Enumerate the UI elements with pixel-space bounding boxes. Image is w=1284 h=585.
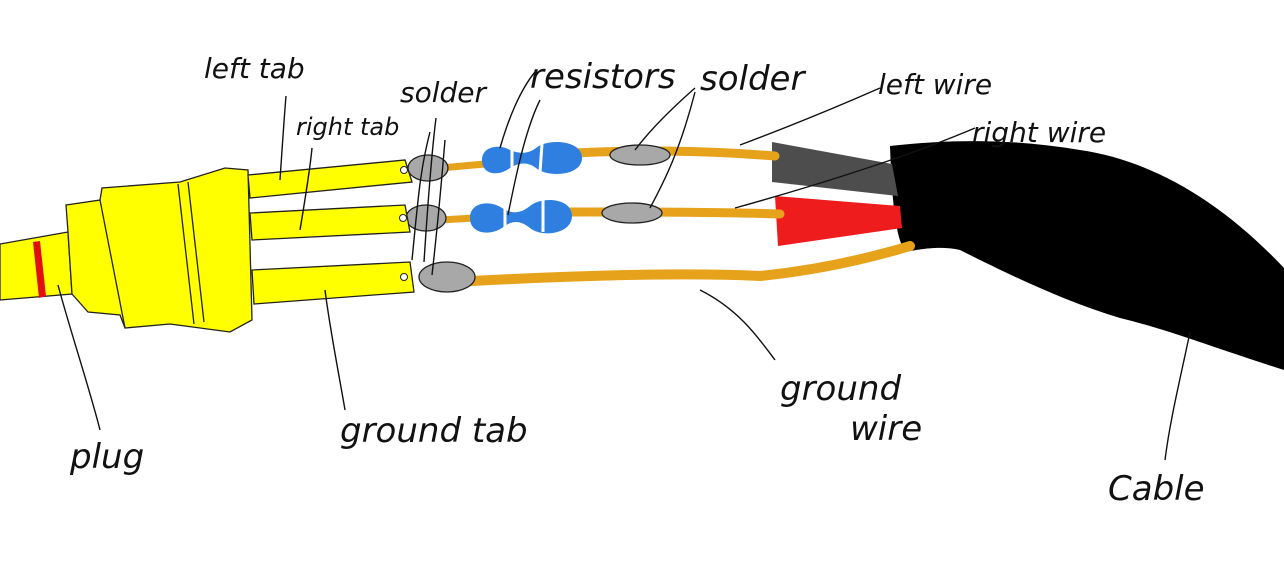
label-left-wire: left wire xyxy=(878,68,992,101)
plug-collar xyxy=(65,167,253,333)
label-cable: Cable xyxy=(1108,469,1205,509)
leader-lines xyxy=(57,71,1191,461)
label-right-tab: right tab xyxy=(296,113,399,141)
right-wire-insulation xyxy=(775,196,902,246)
right-wire xyxy=(565,207,785,219)
label-resistors: resistors xyxy=(530,57,676,97)
plug-ring xyxy=(33,241,46,298)
label-plug: plug xyxy=(69,437,144,477)
tab-left xyxy=(247,159,413,199)
label-solder-1: solder xyxy=(400,76,487,109)
solder-blobs xyxy=(405,144,671,293)
left-wire-insulation xyxy=(772,142,898,196)
label-ground-wire-2: wire xyxy=(850,409,922,449)
resistor-right xyxy=(470,200,572,234)
solder-right-wire xyxy=(601,202,663,224)
cable-body xyxy=(890,141,1284,370)
resistor-left xyxy=(482,142,582,174)
label-right-wire: right wire xyxy=(972,116,1106,149)
tab-right xyxy=(249,204,411,241)
ground-wire xyxy=(450,241,915,287)
label-solder-2: solder xyxy=(700,59,806,99)
solder-ground-tab xyxy=(418,261,476,293)
label-ground-tab: ground tab xyxy=(340,411,528,451)
solder-left-wire xyxy=(609,144,671,166)
left-wire xyxy=(570,146,780,161)
plug xyxy=(0,159,415,333)
label-ground-wire-1: ground xyxy=(780,369,901,409)
tab-ground xyxy=(251,261,415,305)
label-left-tab: left tab xyxy=(204,52,305,85)
